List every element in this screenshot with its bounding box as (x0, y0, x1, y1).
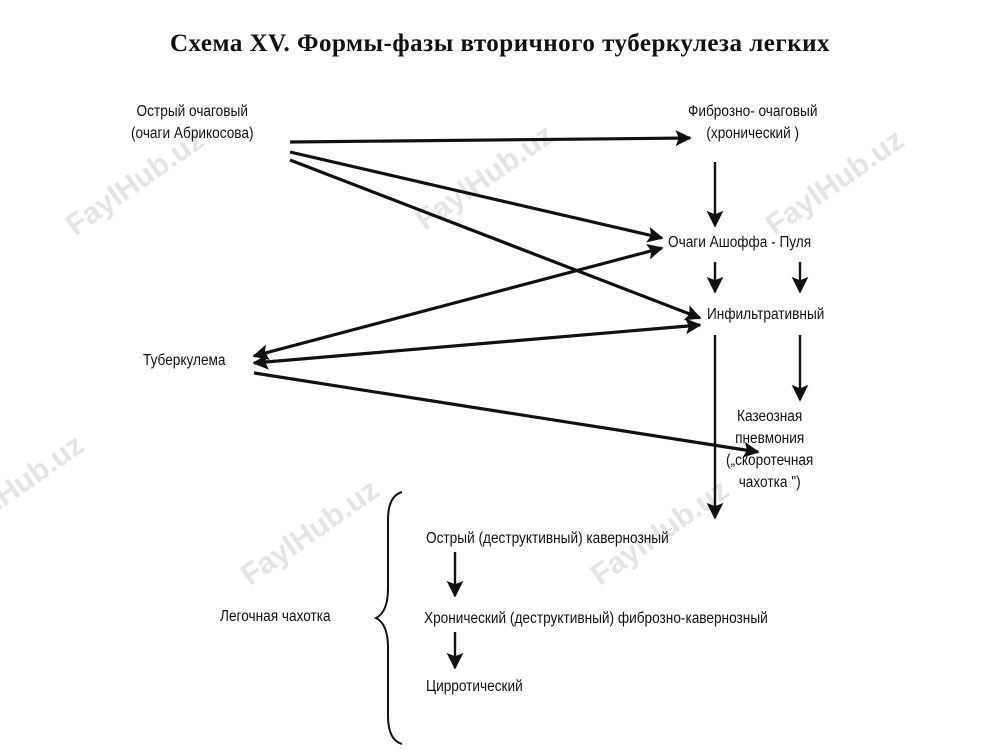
phthisis-brace (373, 491, 403, 745)
node-chronic-fibrocavernous: Хронический (деструктивный) фиброзно-кав… (424, 610, 768, 627)
arrow-acute-to-ashoff (289, 150, 664, 243)
node-cirrhotic: Цирротический (426, 678, 523, 695)
arrow-acute-to-fibrous (289, 130, 692, 147)
node-acute-cavernous: Острый (деструктивный) кавернозный (426, 530, 669, 547)
node-pulmonary-phthisis: Легочная чахотка (220, 608, 331, 625)
node-caseous-pneumonia: Казеозная пневмония („скоротечная чахотк… (726, 408, 814, 491)
node-fibrous-focal: Фиброзно- очаговый (хронический ) (688, 103, 818, 142)
node-infiltrative: Инфильтративный (707, 306, 825, 323)
arrow-tuberculoma-infiltrative (252, 318, 702, 370)
node-acute-focal: Острый очаговый (очаги Абрикосова) (131, 103, 254, 142)
node-ashoff-pul: Очаги Ашоффа - Пуля (668, 234, 812, 251)
arrow-tuberculoma-to-caseous (253, 371, 760, 458)
arrow-tuberculoma-ashoff (252, 243, 664, 361)
diagram-title: Схема XV. Формы-фазы вторичного туберкул… (169, 30, 831, 57)
node-tuberculoma: Туберкулема (143, 352, 226, 369)
arrow-acute-to-infiltrative (289, 158, 702, 321)
